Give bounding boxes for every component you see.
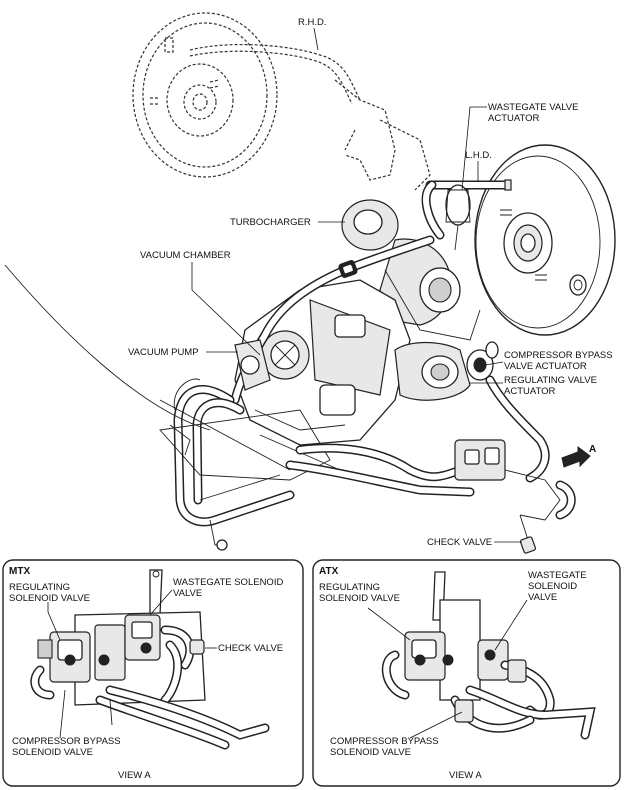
- label-line: SOLENOID: [528, 581, 577, 592]
- atx-view-label: VIEW A: [449, 770, 482, 781]
- label-line: ACTUATOR: [488, 113, 540, 124]
- right-hose-run: [285, 375, 550, 497]
- vacuum-chamber-label: VACUUM CHAMBER: [140, 250, 231, 261]
- vacuum-pump: [234, 339, 271, 391]
- label-line: SOLENOID VALVE: [12, 747, 93, 758]
- mtx-title: MTX: [9, 566, 30, 577]
- label-line: COMPRESSOR BYPASS: [12, 736, 121, 747]
- lhd-label: L.H.D.: [465, 150, 492, 161]
- bypass-and-regulating-actuators: [394, 341, 499, 401]
- rhd-label: R.H.D.: [298, 17, 327, 28]
- label-line: SOLENOID VALVE: [319, 593, 400, 604]
- torque-converter-dashed: [132, 12, 278, 178]
- label-line: SOLENOID VALVE: [9, 593, 90, 604]
- view-arrow-label: A: [589, 444, 596, 455]
- atx-title: ATX: [319, 566, 339, 577]
- label-line: REGULATING: [319, 582, 380, 593]
- label-line: WASTEGATE SOLENOID: [173, 577, 283, 588]
- solenoid-pack-main: [454, 439, 576, 554]
- rhd-hose: [189, 43, 361, 101]
- lhd-hose: [421, 179, 512, 240]
- brake-booster: [474, 144, 616, 336]
- label-line: ACTUATOR: [504, 386, 556, 397]
- label-line: WASTEGATE: [528, 570, 587, 581]
- vacuum-pump-label: VACUUM PUMP: [128, 347, 199, 358]
- label-line: VALVE ACTUATOR: [504, 361, 587, 372]
- label-line: REGULATING: [9, 582, 70, 593]
- label-line: REGULATING VALVE: [504, 375, 597, 386]
- label-line: VALVE: [528, 592, 557, 603]
- view-a-arrow: [561, 446, 591, 468]
- background-outline: [4, 264, 211, 431]
- turbocharger-label: TURBOCHARGER: [230, 217, 311, 228]
- label-line: SOLENOID VALVE: [330, 747, 411, 758]
- rhd-bracket-dashed: [334, 79, 431, 191]
- label-line: COMPRESSOR BYPASS: [504, 350, 613, 361]
- label-line: VALVE: [173, 588, 202, 599]
- wastegate-actuator: [445, 184, 471, 251]
- mtx-view-label: VIEW A: [118, 770, 151, 781]
- mtx-check-valve-label: CHECK VALVE: [218, 643, 283, 654]
- label-line: COMPRESSOR BYPASS: [330, 736, 439, 747]
- label-line: WASTEGATE VALVE: [488, 102, 578, 113]
- check-valve-label: CHECK VALVE: [427, 537, 492, 548]
- main-illustration: [4, 12, 616, 554]
